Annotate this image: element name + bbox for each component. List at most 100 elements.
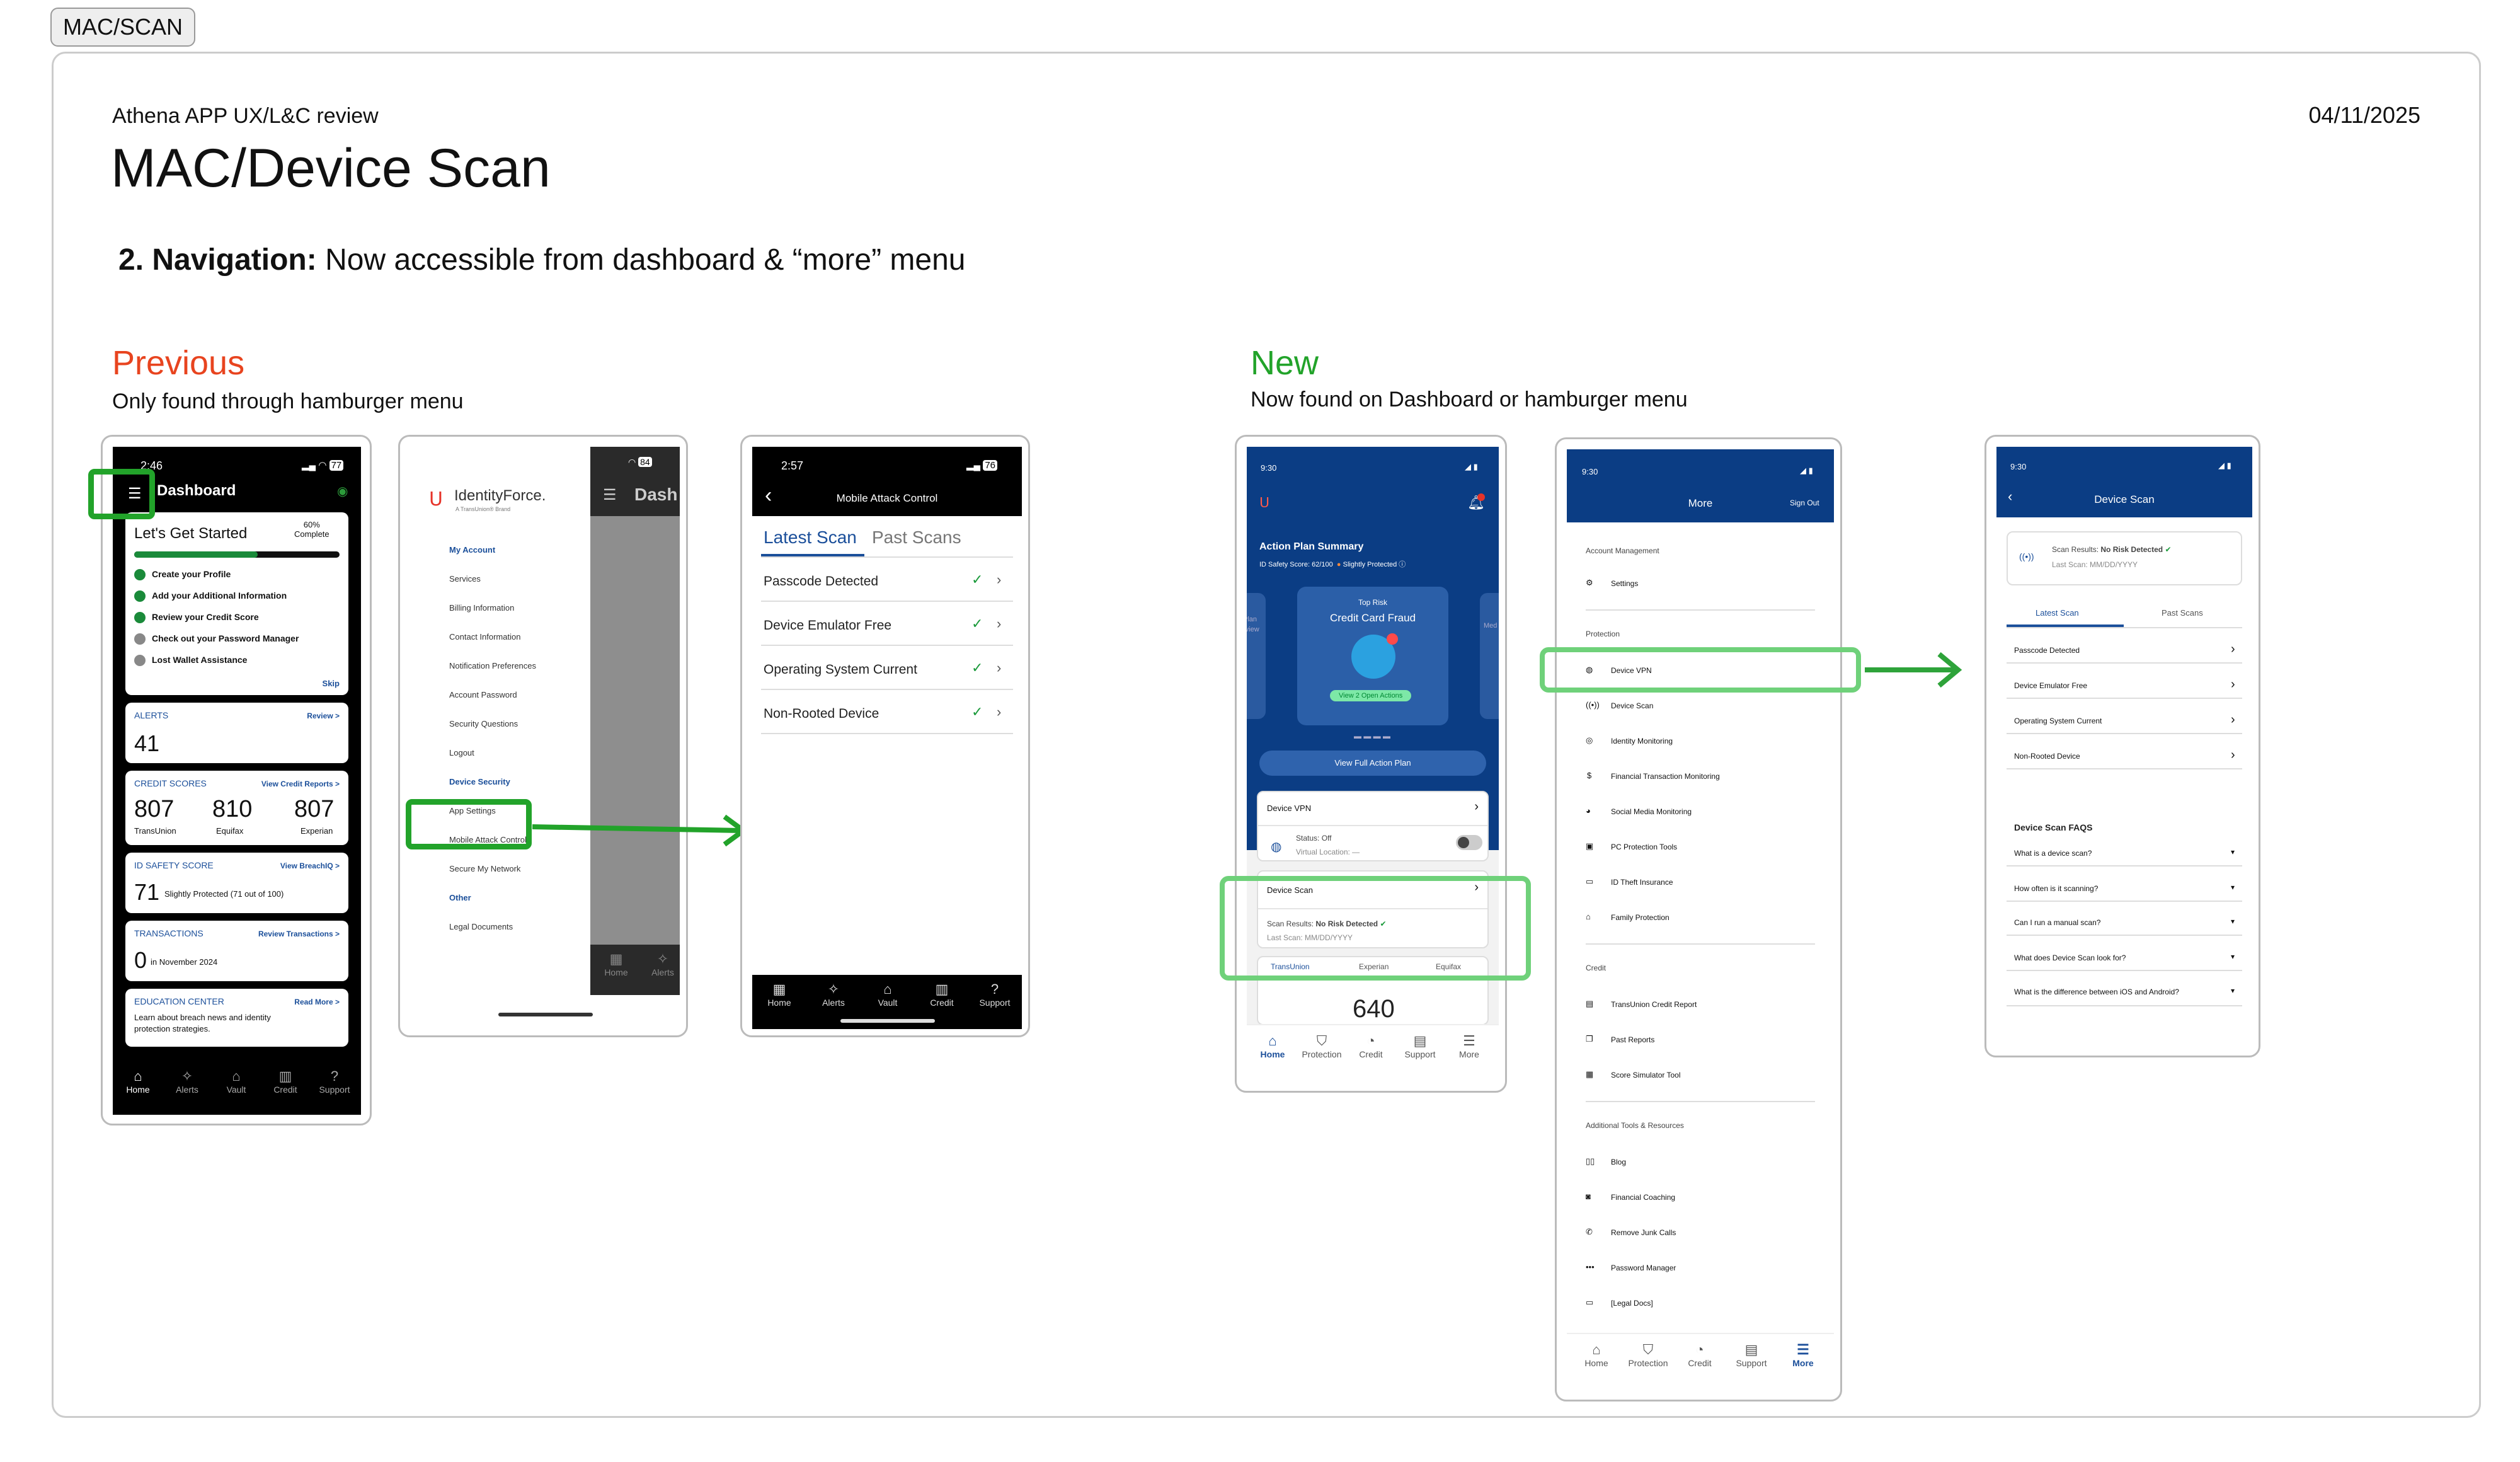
alerts-card[interactable]: ALERTS Review > 41 (125, 703, 348, 763)
tab-home[interactable]: ⌂Home (118, 1068, 158, 1095)
tab-support[interactable]: ?Support (974, 981, 1016, 1008)
device-scan-card[interactable]: Device Scan › Scan Results: No Risk Dete… (1257, 870, 1489, 948)
menu-item-family-protection[interactable]: Family Protection (1611, 913, 1670, 922)
tab-protection[interactable]: ⛉Protection (1626, 1342, 1670, 1368)
faq-item[interactable]: Can I run a manual scan? (2014, 918, 2101, 927)
open-actions-button[interactable]: View 2 Open Actions (1330, 690, 1412, 701)
vpn-toggle[interactable] (1456, 835, 1482, 850)
breachiq-link[interactable]: View BreachIQ > (280, 861, 340, 870)
tab-vault[interactable]: ⌂Vault (867, 981, 908, 1008)
task-item[interactable]: Add your Additional Information (152, 590, 287, 601)
menu-item-device-scan[interactable]: Device Scan (1611, 701, 1654, 710)
tab-protection[interactable]: ⛉Protection (1300, 1033, 1344, 1059)
credit-scores-card[interactable]: CREDIT SCORES View Credit Reports > 807 … (125, 771, 348, 845)
task-item[interactable]: Check out your Password Manager (152, 633, 299, 643)
task-item[interactable]: Review your Credit Score (152, 612, 259, 622)
read-more-link[interactable]: Read More > (294, 998, 340, 1006)
scan-item-label[interactable]: Operating System Current (2014, 717, 2102, 725)
menu-item-blog[interactable]: Blog (1611, 1158, 1627, 1166)
menu-item-secure-network[interactable]: Secure My Network (449, 864, 521, 873)
tab-past-scans[interactable]: Past Scans (872, 527, 961, 547)
menu-item[interactable]: Account Password (449, 690, 517, 699)
menu-item-legal[interactable]: Legal Documents (449, 922, 513, 931)
scan-item-label[interactable]: Passcode Detected (2014, 646, 2080, 655)
menu-item-junk-calls[interactable]: Remove Junk Calls (1611, 1228, 1676, 1237)
alerts-review-link[interactable]: Review > (307, 711, 340, 720)
menu-item-pc-protection[interactable]: PC Protection Tools (1611, 843, 1678, 851)
transactions-link[interactable]: Review Transactions > (258, 930, 340, 938)
tab-more[interactable]: ☰More (1447, 1033, 1491, 1059)
menu-item-financial-monitoring[interactable]: Financial Transaction Monitoring (1611, 772, 1720, 781)
bureau-tab-transunion[interactable]: TransUnion (1271, 962, 1310, 971)
tab-latest-scan[interactable]: Latest Scan (2036, 608, 2079, 618)
menu-item-score-simulator[interactable]: Score Simulator Tool (1611, 1071, 1681, 1079)
menu-item-credit-report[interactable]: TransUnion Credit Report (1611, 1000, 1697, 1009)
faq-item[interactable]: What is the difference between iOS and A… (2014, 987, 2179, 996)
back-icon[interactable]: ‹ (2008, 488, 2013, 504)
chevron-right-icon[interactable]: › (997, 616, 1002, 631)
chevron-down-icon[interactable]: ▾ (2231, 917, 2235, 926)
id-safety-card[interactable]: ID SAFETY SCORE View BreachIQ > 71 Sligh… (125, 853, 348, 913)
tab-alerts[interactable]: ✧Alerts (813, 981, 854, 1008)
skip-link[interactable]: Skip (322, 679, 340, 688)
menu-item[interactable]: Contact Information (449, 632, 521, 642)
tab-home[interactable]: ▦Home (759, 981, 800, 1008)
chevron-right-icon[interactable]: › (2231, 713, 2235, 727)
chevron-down-icon[interactable]: ▾ (2231, 986, 2235, 995)
faq-item[interactable]: What is a device scan? (2014, 849, 2092, 858)
menu-item-identity-monitoring[interactable]: Identity Monitoring (1611, 737, 1673, 745)
chevron-down-icon[interactable]: ▾ (2231, 952, 2235, 961)
menu-item-mobile-attack-control[interactable]: Mobile Attack Control (449, 835, 527, 844)
top-risk-card[interactable]: Top Risk Credit Card Fraud View 2 Open A… (1297, 587, 1448, 725)
tab-credit[interactable]: ▥Credit (921, 981, 963, 1008)
menu-item[interactable]: Logout (449, 748, 474, 757)
menu-item-legal-docs[interactable]: [Legal Docs] (1611, 1299, 1653, 1308)
menu-item-financial-coaching[interactable]: Financial Coaching (1611, 1193, 1676, 1202)
bureau-tab-equifax[interactable]: Equifax (1436, 962, 1462, 971)
chevron-right-icon[interactable]: › (1474, 880, 1479, 894)
tab-home[interactable]: ⌂Home (1574, 1342, 1618, 1368)
menu-item-device-vpn[interactable]: Device VPN (1611, 666, 1652, 675)
education-card[interactable]: EDUCATION CENTER Read More > Learn about… (125, 989, 348, 1047)
faq-item[interactable]: What does Device Scan look for? (2014, 953, 2126, 962)
device-vpn-card[interactable]: Device VPN › ◍ Status: Off Virtual Locat… (1257, 791, 1489, 861)
menu-item[interactable]: Services (449, 574, 481, 584)
task-item[interactable]: Create your Profile (152, 569, 231, 579)
menu-item-id-theft-insurance[interactable]: ID Theft Insurance (1611, 878, 1673, 887)
tab-latest-scan[interactable]: Latest Scan (764, 527, 857, 547)
menu-item-password-manager[interactable]: Password Manager (1611, 1263, 1676, 1272)
chevron-right-icon[interactable]: › (2231, 748, 2235, 762)
chevron-right-icon[interactable]: › (2231, 642, 2235, 656)
credit-reports-link[interactable]: View Credit Reports > (261, 780, 340, 788)
tab-past-scans[interactable]: Past Scans (2162, 608, 2203, 618)
tab-support[interactable]: ▤Support (1398, 1033, 1442, 1059)
chevron-down-icon[interactable]: ▾ (2231, 848, 2235, 856)
back-icon[interactable]: ‹ (765, 483, 772, 507)
transactions-card[interactable]: TRANSACTIONS Review Transactions > 0 in … (125, 921, 348, 981)
tab-home[interactable]: ⌂Home (1251, 1033, 1295, 1059)
menu-item[interactable]: Billing Information (449, 603, 515, 613)
chevron-right-icon[interactable]: › (2231, 677, 2235, 691)
menu-item-app-settings[interactable]: App Settings (449, 806, 496, 815)
tab-credit[interactable]: ◔Credit (1349, 1033, 1393, 1059)
menu-item-settings[interactable]: Settings (1611, 579, 1639, 588)
menu-item[interactable]: Security Questions (449, 719, 518, 728)
chevron-right-icon[interactable]: › (997, 704, 1002, 720)
tab-credit[interactable]: ▥Credit (265, 1068, 306, 1095)
hamburger-icon[interactable]: ☰ (128, 485, 142, 502)
tab-more[interactable]: ☰More (1781, 1342, 1825, 1368)
tab-credit[interactable]: ◔Credit (1678, 1342, 1722, 1368)
task-item[interactable]: Lost Wallet Assistance (152, 655, 248, 665)
tab-alerts[interactable]: ✧Alerts (167, 1068, 207, 1095)
tab-support[interactable]: ▤Support (1729, 1342, 1773, 1368)
menu-item-social-media[interactable]: Social Media Monitoring (1611, 807, 1692, 816)
scan-item-label[interactable]: Non-Rooted Device (2014, 752, 2080, 761)
chevron-right-icon[interactable]: › (1474, 800, 1479, 814)
bureau-tab-experian[interactable]: Experian (1359, 962, 1389, 971)
chevron-right-icon[interactable]: › (997, 660, 1002, 676)
tab-vault[interactable]: ⌂Vault (216, 1068, 256, 1095)
menu-item-past-reports[interactable]: Past Reports (1611, 1035, 1655, 1044)
faq-item[interactable]: How often is it scanning? (2014, 884, 2099, 893)
chevron-right-icon[interactable]: › (997, 572, 1002, 587)
sign-out-button[interactable]: Sign Out (1790, 498, 1819, 507)
